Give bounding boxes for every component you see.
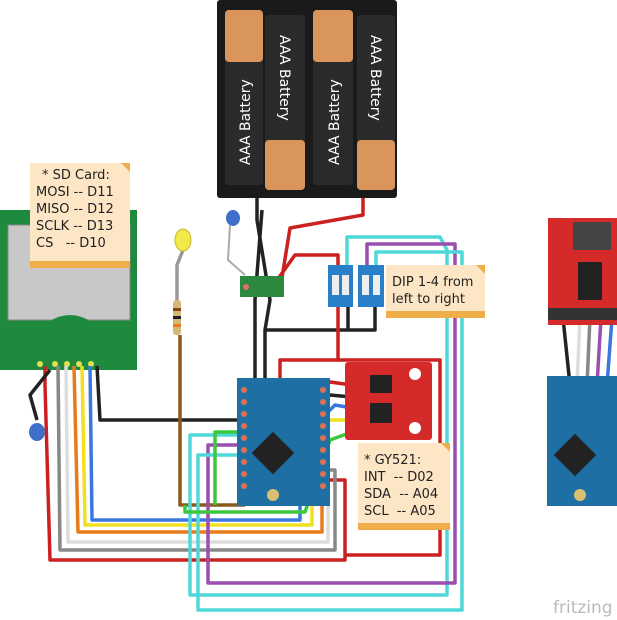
wires	[28, 198, 614, 612]
battery-3: AAA Battery	[313, 10, 353, 185]
sd-card-note: * SD Card: MOSI -- D11 MISO -- D12 SCLK …	[30, 163, 130, 268]
gy521-note: * GY521: INT -- D02 SDA -- A04 SCL -- A0…	[358, 443, 450, 530]
fritzing-logo: fritzing	[553, 598, 613, 618]
note-line: SDA -- A04	[364, 487, 439, 502]
wire-orange-sd	[72, 365, 324, 534]
wire-green-2	[213, 430, 240, 505]
note-line: * SD Card:	[42, 168, 110, 183]
wire-black-ftdi	[561, 317, 572, 386]
wire-cyan-2	[196, 250, 464, 612]
dip-switch-2[interactable]	[358, 265, 384, 307]
ftdi-basic	[548, 218, 617, 325]
note-line: DIP 1-4 from	[392, 275, 474, 290]
wire-white-ftdi	[575, 317, 582, 386]
note-line: left to right	[392, 292, 465, 307]
capacitor-left	[29, 423, 45, 441]
note-line: MOSI -- D11	[36, 185, 114, 200]
note-line: MISO -- D12	[36, 202, 114, 217]
battery-label: AAA Battery	[327, 79, 343, 165]
resistor	[173, 300, 181, 335]
wire-blue-sd	[88, 365, 302, 522]
voltage-regulator	[240, 276, 284, 297]
wire-purple	[206, 242, 457, 585]
wire-black-bat	[255, 198, 272, 383]
wire-blue-ftdi	[605, 317, 614, 386]
dip-switch-1[interactable]	[328, 265, 353, 307]
battery-label: AAA Battery	[367, 35, 383, 121]
dip-note: DIP 1-4 from left to right	[386, 265, 485, 318]
arduino-pro-mini-2	[547, 376, 617, 506]
gy521-module	[345, 362, 432, 440]
wire-purple-ftdi	[595, 317, 603, 386]
capacitor-top	[226, 210, 246, 276]
wire-red-bat	[278, 198, 365, 291]
battery-label: AAA Battery	[276, 35, 292, 121]
wire-brown-led	[178, 335, 245, 507]
wire-red-main	[278, 358, 340, 383]
wire-black-gnd	[265, 305, 377, 332]
note-line: SCL -- A05	[364, 504, 436, 519]
battery-4: AAA Battery	[357, 15, 395, 190]
wire-green-gy	[183, 430, 353, 514]
wire-cyan-1	[188, 235, 449, 597]
battery-label: AAA Battery	[238, 79, 254, 165]
wire-black-cap	[28, 368, 52, 421]
led-yellow	[174, 228, 192, 252]
note-line: * GY521:	[364, 453, 422, 468]
note-line: INT -- D02	[364, 470, 434, 485]
wire-red-dip	[268, 253, 340, 292]
note-line: SCLK -- D13	[36, 219, 114, 234]
wire-red-vcc	[336, 305, 442, 557]
note-line: CS -- D10	[36, 236, 106, 251]
wire-black-sd	[95, 365, 242, 422]
battery-pack: AAA Battery AAA Battery AAA Battery AAA …	[217, 0, 397, 198]
battery-1: AAA Battery	[225, 10, 263, 185]
wire-black-bat2	[253, 209, 264, 383]
wire-gray-led	[175, 249, 185, 300]
battery-2: AAA Battery	[265, 15, 305, 190]
wire-gray-ftdi	[585, 317, 592, 386]
arduino-pro-mini	[237, 378, 330, 506]
